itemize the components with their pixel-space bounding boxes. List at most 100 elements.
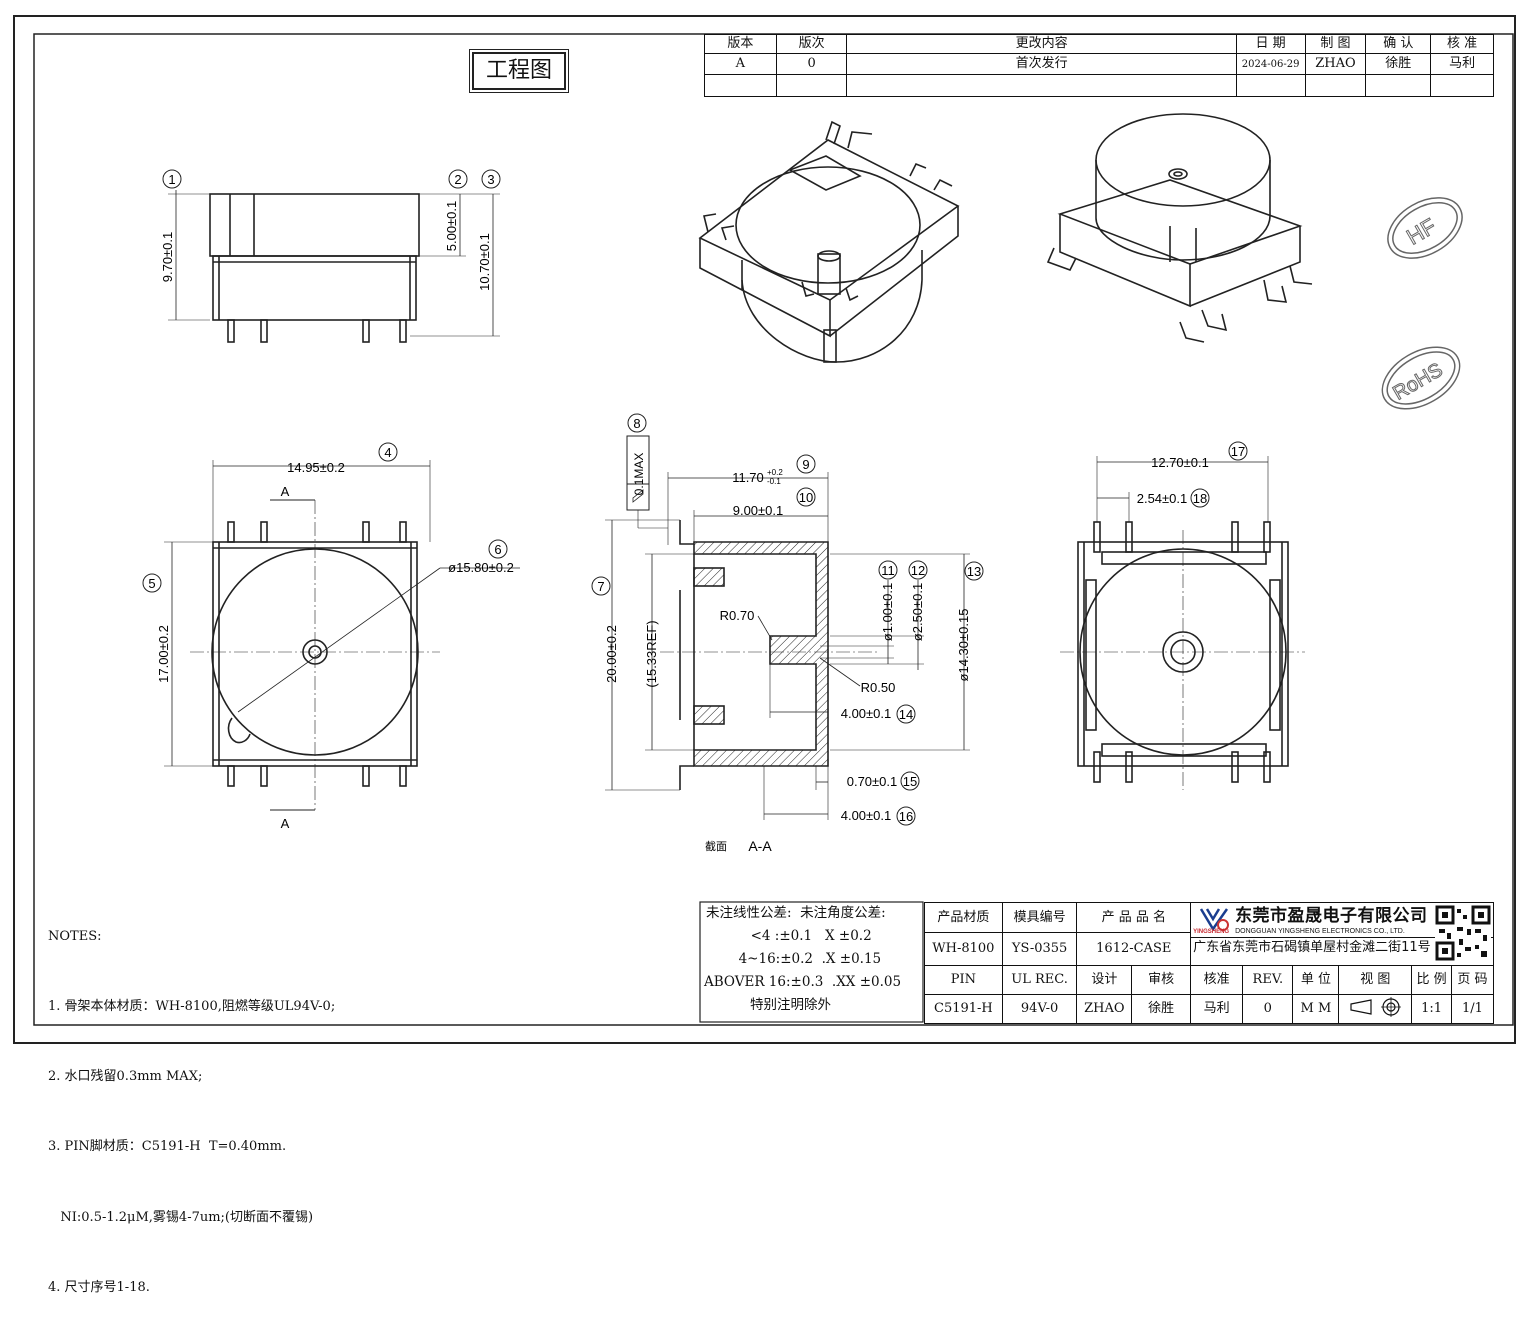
- dim-11-70-lower: -0.1: [767, 477, 781, 486]
- spec-material-label: 产品材质: [924, 901, 1003, 934]
- note-2: 2. 水口残留0.3mm MAX;: [48, 1069, 203, 1085]
- rev-header-version: 版本: [704, 34, 777, 54]
- dim-4-00-b: 4.00±0.1: [841, 808, 892, 823]
- hf-stamp: [1387, 197, 1463, 259]
- spec-view-label: 视 图: [1338, 965, 1413, 995]
- spec-product-value: 1612-CASE: [1076, 932, 1192, 966]
- revision-row: A 0 首次发行 2024-06-29 ZHAO 徐胜 马利: [704, 53, 1494, 75]
- notes-block: NOTES: 1. 骨架本体材质：WH-8100,阻燃等级UL94V-0; 2.…: [48, 878, 335, 1323]
- dim-20-00: 20.00±0.2: [604, 625, 619, 683]
- balloon-8: 8: [633, 416, 640, 431]
- spec-unit-value: M M: [1292, 994, 1340, 1024]
- section-caption-prefix: 截面: [705, 839, 727, 853]
- tolerance-line-3: ABOVER 16:±0.3 .XX ±0.05: [704, 974, 902, 990]
- revision-empty-row: [704, 74, 1494, 97]
- balloon-5: 5: [148, 576, 155, 591]
- spec-mold-label: 模具编号: [1001, 901, 1078, 934]
- hf-mark: HF: [1402, 213, 1440, 249]
- note-3: 3. PIN脚材质：C5191-H T=0.40mm.: [48, 1139, 287, 1155]
- rev-header-approve: 核 准: [1430, 34, 1494, 54]
- section-label-bottom: A: [281, 816, 290, 831]
- spec-approve-label: 核准: [1190, 965, 1244, 995]
- balloon-10: 10: [799, 490, 813, 505]
- note-1: 1. 骨架本体材质：WH-8100,阻燃等级UL94V-0;: [48, 999, 336, 1015]
- rev-version: A: [704, 53, 777, 75]
- balloon-12: 12: [911, 563, 925, 578]
- spec-row-2: WH-8100 YS-0355 1612-CASE: [924, 932, 1494, 966]
- note-3b: NI:0.5-1.2μM,雾锡4-7um;(切断面不覆锡): [48, 1209, 314, 1225]
- company-name-en: DONGGUAN YINGSHENG ELECTRONICS CO., LTD.: [1235, 928, 1405, 935]
- company-address: 广东省东莞市石碣镇单屋村金滩二街11号: [1193, 940, 1431, 955]
- revision-table: 版本 版次 更改内容 日 期 制 图 确 认 核 准 A 0 首次发行 2024…: [704, 34, 1494, 97]
- spec-row-1: 产品材质 模具编号 产 品 品 名 YINGSHENG 东莞市盈晟电子有限公司 …: [924, 901, 1494, 966]
- balloon-4: 4: [384, 445, 391, 460]
- dim-14-95: 14.95±0.2: [287, 460, 345, 475]
- spec-rev-value: 0: [1242, 994, 1294, 1024]
- rev-approve: 马利: [1430, 53, 1494, 75]
- rev-header-confirm: 确 认: [1365, 34, 1432, 54]
- spec-unit-label: 单 位: [1292, 965, 1340, 995]
- spec-approve-value: 马利: [1190, 994, 1244, 1024]
- dim-r0-50: R0.50: [861, 680, 896, 695]
- spec-pin-value: C5191-H: [924, 994, 1003, 1024]
- spec-pin-label: PIN: [924, 965, 1003, 995]
- rev-confirm: 徐胜: [1365, 53, 1432, 75]
- iso-view-frame: [698, 120, 960, 363]
- balloon-18: 18: [1193, 491, 1207, 506]
- dim-12-70: 12.70±0.1: [1151, 455, 1209, 470]
- balloon-13: 13: [967, 564, 981, 579]
- bottom-balloons: [1190, 441, 1248, 508]
- spec-ul-value: 94V-0: [1001, 994, 1078, 1024]
- dim-9-70: 9.70±0.1: [160, 232, 175, 283]
- balloon-7: 7: [597, 579, 604, 594]
- company-logo-icon: [1199, 908, 1230, 932]
- spec-row-4: C5191-H 94V-0 ZHAO 徐胜 马利 0 M M 1:1 1/1: [924, 994, 1494, 1024]
- dim-d14-30: ø14.30±0.15: [956, 609, 971, 682]
- balloon-16: 16: [899, 809, 913, 824]
- dim-r0-70: R0.70: [720, 608, 755, 623]
- dim-d1-00: ø1.00±0.1: [880, 583, 895, 641]
- dim-9-00: 9.00±0.1: [733, 503, 784, 518]
- balloon-2: 2: [454, 172, 461, 187]
- dim-2-54: 2.54±0.1: [1137, 491, 1188, 506]
- balloon-11: 11: [881, 563, 895, 578]
- section-balloons: [591, 413, 984, 826]
- bottom-view: [1060, 456, 1305, 790]
- iso-view-case: [1046, 113, 1313, 343]
- spec-view-value: [1338, 994, 1413, 1024]
- spec-design-value: ZHAO: [1076, 994, 1133, 1024]
- rev-header-change: 更改内容: [846, 34, 1237, 54]
- projection-symbol-icon: [1350, 996, 1402, 1017]
- spec-scale-label: 比 例: [1411, 965, 1452, 995]
- rev-drawn: ZHAO: [1304, 53, 1367, 75]
- balloon-15: 15: [903, 774, 917, 789]
- spec-row-3: PIN UL REC. 设计 审核 核准 REV. 单 位 视 图 比 例 页 …: [924, 965, 1494, 995]
- dim-0-70: 0.70±0.1: [847, 774, 898, 789]
- rev-date: 2024-06-29: [1235, 53, 1306, 75]
- balloon-6: 6: [494, 542, 501, 557]
- tolerance-line-4: 特别注明除外: [720, 997, 832, 1013]
- rohs-stamp: [1381, 346, 1461, 410]
- rev-change: 首次发行: [846, 53, 1237, 75]
- dim-15-80: ø15.80±0.2: [448, 560, 514, 575]
- dim-17-00: 17.00±0.2: [156, 625, 171, 683]
- dim-5-00: 5.00±0.1: [444, 201, 459, 252]
- spec-table: 产品材质 模具编号 产 品 品 名 YINGSHENG 东莞市盈晟电子有限公司 …: [924, 901, 1494, 1024]
- front-balloons: [162, 169, 501, 189]
- qr-code-icon: [1435, 905, 1491, 961]
- balloon-1: 1: [168, 172, 175, 187]
- tolerance-frame: [699, 901, 924, 1023]
- dim-11-70-upper: +0.2: [767, 468, 783, 477]
- dim-4-00-a: 4.00±0.1: [841, 706, 892, 721]
- spec-design-label: 设计: [1076, 965, 1133, 995]
- notes-heading: NOTES:: [48, 928, 102, 944]
- balloon-14: 14: [899, 707, 913, 722]
- spec-page-label: 页 码: [1451, 965, 1494, 995]
- tolerance-line-2: 4~16:±0.2 .X ±0.15: [730, 951, 882, 967]
- top-view: [164, 460, 520, 811]
- balloon-17: 17: [1231, 444, 1245, 459]
- spec-mold-value: YS-0355: [1001, 932, 1078, 966]
- company-logo-text: YINGSHENG: [1193, 929, 1230, 935]
- section-caption: A-A: [748, 838, 772, 854]
- tolerance-line-1: <4 :±0.1 X ±0.2: [742, 928, 872, 944]
